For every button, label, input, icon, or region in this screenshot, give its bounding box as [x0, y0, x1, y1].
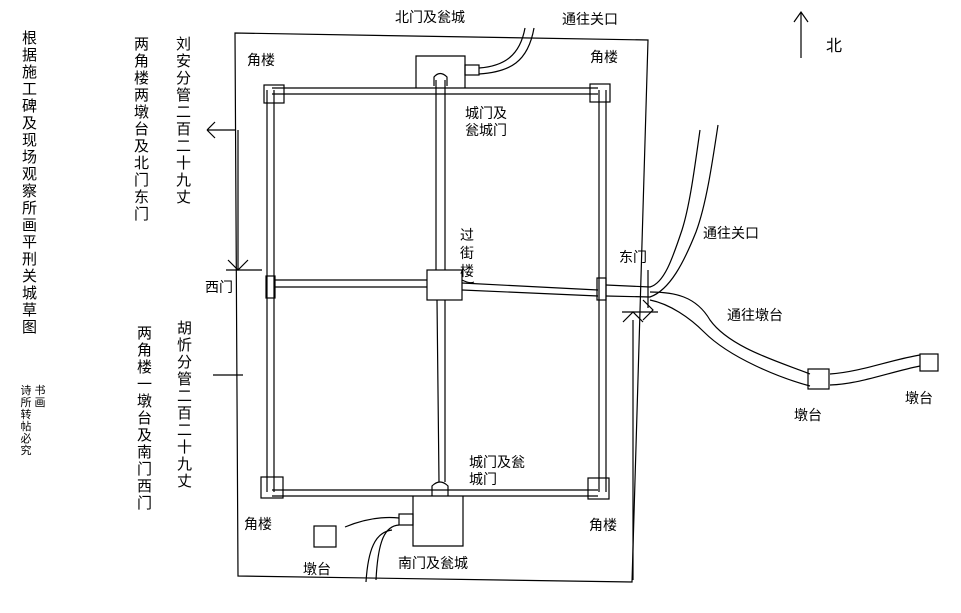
- south-wengcheng: [398, 481, 464, 547]
- label-north-gate-wengcheng: 北门及瓮城: [395, 10, 465, 26]
- watchtower-south: [313, 525, 337, 548]
- note-huxin-scope: 两角楼一墩台及南门西门: [136, 324, 152, 512]
- dimension-arrows: [206, 121, 658, 580]
- label-east-gate: 东门: [619, 250, 647, 266]
- copyright-note: 诗所转帖必究 书画: [20, 385, 46, 457]
- label-corner-nw: 角楼: [247, 53, 275, 69]
- label-to-pass-right: 通往关口: [703, 226, 759, 242]
- label-corner-ne: 角楼: [590, 50, 618, 66]
- note-liuan-managed: 刘安分管二百二十九丈: [175, 35, 191, 206]
- watchtower-left: [807, 368, 830, 390]
- label-corner-sw: 角楼: [244, 517, 272, 533]
- corner-tower-ne: [589, 83, 611, 103]
- watchtower-right: [919, 353, 939, 372]
- label-street-tower-2: 街: [460, 246, 474, 262]
- roads: [344, 27, 921, 583]
- street-tower: [426, 269, 463, 301]
- label-gate-wengcheng-north-2: 瓮城门: [465, 123, 507, 139]
- street-tower-leader: [461, 279, 475, 284]
- main-streets: [274, 80, 599, 483]
- note-liuan-scope: 两角楼两墩台及北门东门: [133, 35, 149, 223]
- note-huxin-managed: 胡忻分管二百二十九丈: [176, 319, 192, 490]
- label-gate-wengcheng-south-1: 城门及瓮: [469, 455, 525, 471]
- north-label: 北: [826, 36, 843, 55]
- label-street-tower-3: 楼: [460, 264, 474, 280]
- label-to-pass-top: 通往关口: [562, 12, 618, 28]
- label-watchtower-south: 墩台: [303, 562, 331, 578]
- copyright-col-1: 诗所转帖必究: [20, 384, 32, 457]
- label-gate-wengcheng-south-2: 城门: [469, 472, 497, 488]
- label-watchtower-left: 墩台: [794, 408, 822, 424]
- diagram-title: 根据施工碑及现场观察所画平刑关城草图: [21, 29, 37, 336]
- west-gate: [265, 275, 276, 299]
- label-corner-se: 角楼: [589, 518, 617, 534]
- corner-tower-sw: [260, 476, 284, 499]
- north-arrow: [793, 10, 809, 58]
- label-to-watchtower: 通往墩台: [727, 308, 783, 324]
- label-gate-wengcheng-north-1: 城门及: [465, 106, 507, 122]
- copyright-col-2: 书画: [34, 384, 46, 409]
- corner-towers: [260, 83, 611, 500]
- north-wengcheng: [415, 55, 480, 88]
- corner-tower-nw: [263, 84, 285, 104]
- corner-tower-se: [587, 477, 610, 500]
- outer-wall: [234, 32, 649, 583]
- east-gate: [596, 277, 607, 301]
- label-watchtower-right: 墩台: [905, 391, 933, 407]
- label-street-tower-1: 过: [460, 228, 474, 244]
- label-south-gate-wengcheng: 南门及瓮城: [398, 556, 468, 572]
- label-west-gate: 西门: [205, 280, 233, 296]
